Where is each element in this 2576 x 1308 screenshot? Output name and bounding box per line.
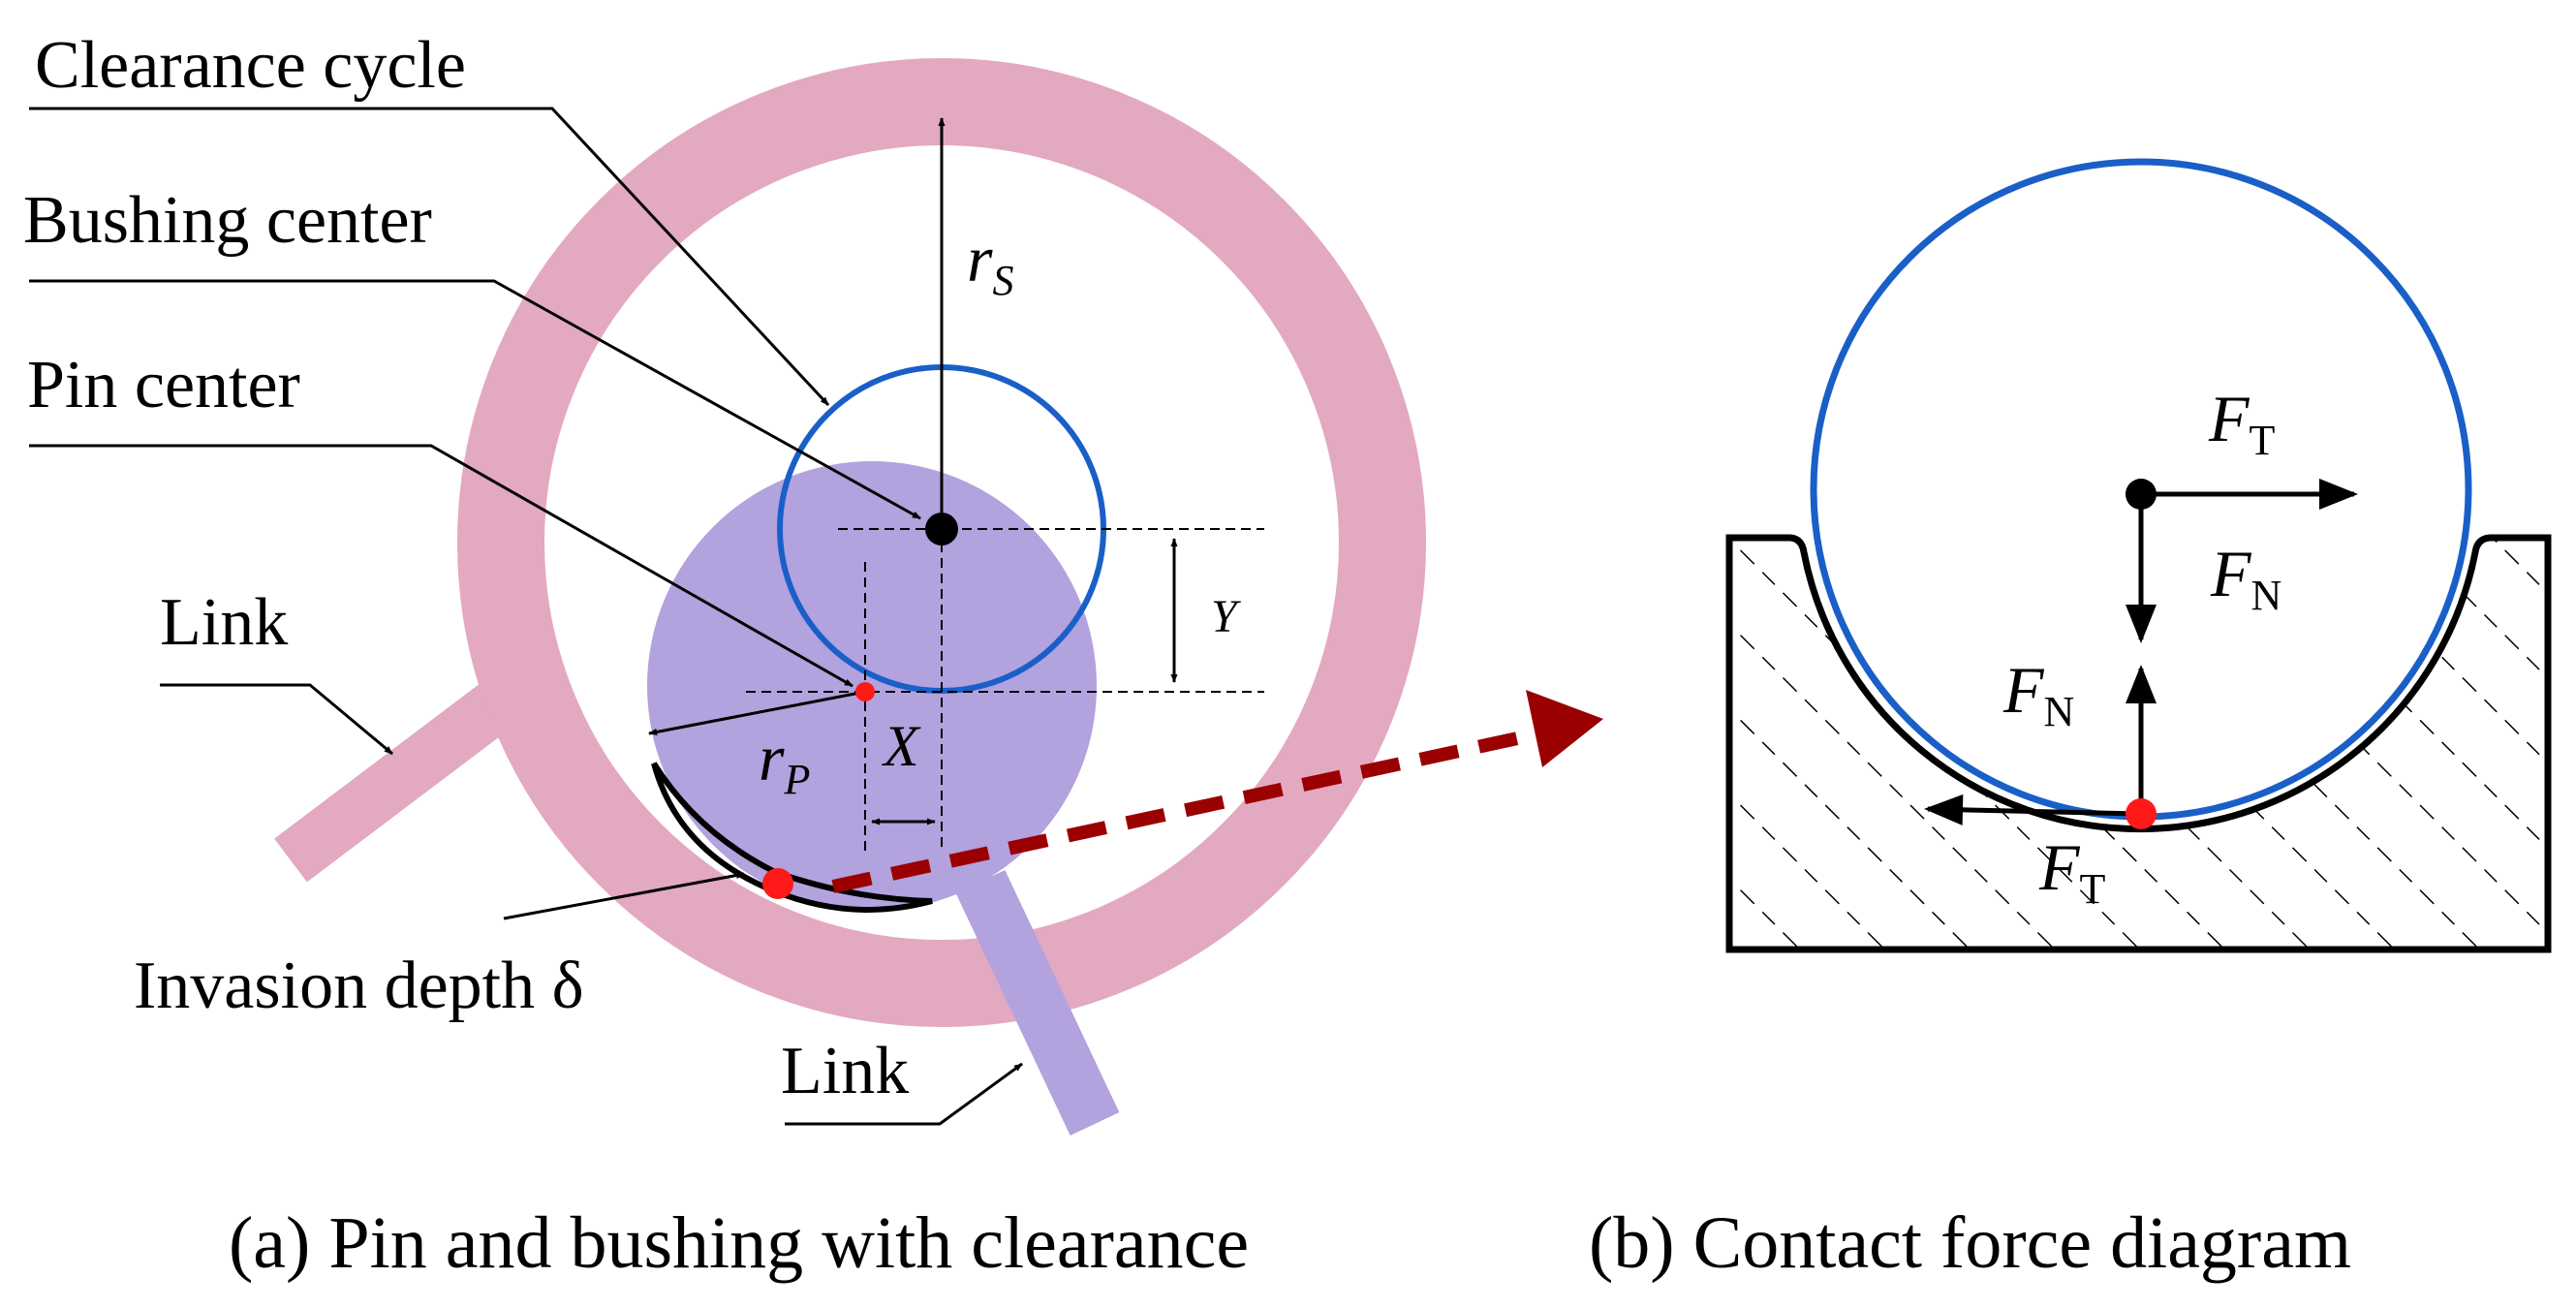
caption-b: (b) Contact force diagram bbox=[1589, 1202, 2351, 1284]
leader-bushing-center bbox=[29, 279, 921, 520]
label-ft-top: FT bbox=[2208, 382, 2276, 464]
leader-clearance-cycle bbox=[29, 107, 830, 407]
leader-invasion-depth bbox=[503, 871, 745, 920]
hatched-block-outline bbox=[1725, 534, 2552, 953]
leader-link-bottom bbox=[785, 1062, 1023, 1126]
bushing-center-dot bbox=[925, 513, 958, 545]
contact-point-b bbox=[2126, 798, 2157, 829]
symbol-y: Y bbox=[1211, 591, 1241, 642]
symbol-rp: rP bbox=[759, 721, 810, 803]
label-fn-right: FN bbox=[2210, 537, 2281, 619]
invasion-crescent bbox=[651, 762, 933, 913]
link-bottom-bar bbox=[955, 870, 1120, 1136]
leader-pin-center bbox=[29, 444, 853, 688]
panel-a: Clearance cycle Bushing center Pin cente… bbox=[23, 28, 1603, 1284]
trajectory-arrowhead bbox=[1526, 690, 1603, 767]
panel-b: FT FN FN FT (b) Contact force diagram bbox=[1589, 158, 2552, 1284]
label-link-left: Link bbox=[160, 585, 288, 660]
pin-center-dot bbox=[855, 682, 875, 701]
symbol-x: X bbox=[882, 714, 921, 778]
label-ft-bottom: FT bbox=[2038, 830, 2106, 913]
symbol-rs: rS bbox=[967, 222, 1013, 304]
contact-point-dot bbox=[762, 868, 793, 899]
hatched-block-fill bbox=[1729, 538, 2548, 950]
label-link-bottom: Link bbox=[781, 1034, 909, 1108]
bushing-ring bbox=[457, 58, 1426, 1027]
label-fn-left: FN bbox=[2002, 653, 2074, 735]
caption-a: (a) Pin and bushing with clearance bbox=[229, 1202, 1249, 1284]
label-pin-center: Pin center bbox=[27, 348, 300, 422]
leader-link-left bbox=[160, 683, 393, 756]
label-clearance-cycle: Clearance cycle bbox=[35, 28, 466, 103]
rp-radius-arrow bbox=[648, 690, 866, 736]
force-ft-contact bbox=[1924, 794, 2142, 825]
label-bushing-center: Bushing center bbox=[23, 183, 432, 258]
label-invasion-depth: Invasion depth δ bbox=[134, 949, 584, 1023]
